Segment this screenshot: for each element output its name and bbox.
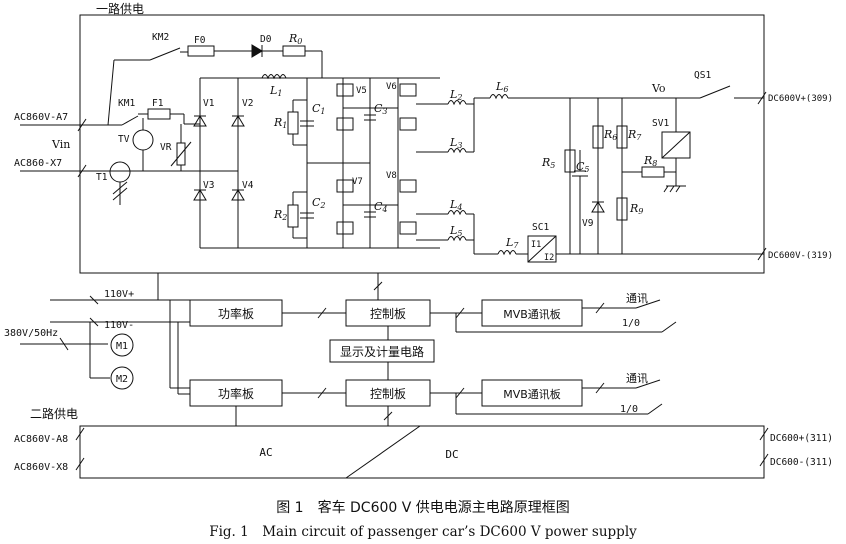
- label-r9: R9: [629, 202, 643, 216]
- label-vr: VR: [160, 142, 172, 153]
- comm-1-label: 通讯: [626, 292, 648, 305]
- label-v3: V3: [203, 180, 214, 191]
- label-c4: C4: [374, 200, 388, 214]
- label-110v-plus: 110V+: [104, 289, 134, 300]
- label-d0: D0: [260, 34, 272, 45]
- label-sc1: SC1: [532, 222, 549, 233]
- label-dc600p-311: DC600+(311): [770, 433, 833, 444]
- switch-v7: [336, 179, 354, 193]
- label-sv1: SV1: [652, 118, 669, 129]
- label-ac860-x8: AC860V-X8: [14, 462, 68, 473]
- label-r0: R0: [288, 32, 302, 46]
- label-ac: AC: [259, 446, 272, 459]
- mvb-board-2-label: MVB通讯板: [503, 387, 561, 401]
- mvb-board-1-label: MVB通讯板: [503, 307, 561, 321]
- label-r6: R6: [603, 128, 617, 142]
- switch-v5: [336, 83, 354, 97]
- label-r5: R5: [541, 156, 555, 170]
- figure-caption-en: Fig. 1 Main circuit of passenger car’s D…: [209, 524, 637, 540]
- feed1-enclosure: [79, 14, 765, 274]
- label-ac860-a7: AC860V-A7: [14, 112, 68, 123]
- label-sc1-i2: I2: [544, 253, 554, 263]
- label-l3: L3: [449, 136, 462, 150]
- label-r7: R7: [627, 128, 642, 142]
- feed2-enclosure: [79, 425, 765, 479]
- control-board-2-label: 控制板: [370, 387, 406, 401]
- label-tv: TV: [118, 134, 130, 145]
- io-2-label: 1/0: [620, 404, 638, 415]
- label-v8: V8: [386, 171, 397, 181]
- label-380v: 380V/50Hz: [4, 328, 58, 339]
- feed1-title: 一路供电: [96, 1, 144, 16]
- display-circuit-label: 显示及计量电路: [340, 344, 424, 359]
- label-l6: L6: [495, 80, 508, 94]
- label-dc600m-311: DC600-(311): [770, 457, 833, 468]
- label-r1: R1: [273, 116, 287, 130]
- label-f1: F1: [152, 98, 164, 109]
- label-sc1-i1: I1: [531, 240, 541, 250]
- label-m1: M1: [116, 341, 128, 352]
- label-v7: V7: [352, 177, 363, 187]
- label-vo: Vo: [651, 82, 666, 95]
- label-l5: L5: [449, 224, 462, 238]
- d0-diode-icon: [251, 44, 263, 58]
- sc1-current-sensor: [527, 235, 557, 263]
- figure-caption-zh: 图 1 客车 DC600 V 供电电源主电路原理框图: [276, 500, 570, 516]
- switch-v6: [399, 83, 417, 97]
- label-v6: V6: [386, 82, 397, 92]
- switch-v8: [399, 179, 417, 193]
- label-l2: L2: [449, 88, 462, 102]
- display-circuit-box: [329, 339, 435, 363]
- label-dc: DC: [445, 448, 458, 461]
- label-dc600p-309: DC600V+(309): [768, 94, 833, 104]
- label-r8: R8: [643, 154, 657, 168]
- control-board-1-label: 控制板: [370, 307, 406, 321]
- label-m2: M2: [116, 374, 128, 385]
- label-r2: R2: [273, 208, 287, 222]
- label-qs1: QS1: [694, 70, 711, 81]
- motor-m1: [110, 333, 134, 357]
- label-dc600m-319: DC600V-(319): [768, 251, 833, 261]
- label-v2: V2: [242, 98, 253, 109]
- label-110v-minus: 110V-: [104, 320, 134, 331]
- label-l1: L1: [269, 84, 282, 98]
- t1-transformer: [109, 161, 131, 183]
- label-l7: L7: [505, 236, 519, 250]
- label-c2: C2: [312, 196, 326, 210]
- label-t1: T1: [96, 172, 108, 183]
- label-l4: L4: [449, 198, 462, 212]
- label-c1: C1: [312, 102, 326, 116]
- label-c3: C3: [374, 102, 388, 116]
- label-vin: Vin: [51, 138, 70, 151]
- label-f0: F0: [194, 35, 206, 46]
- label-km1: KM1: [118, 98, 135, 109]
- label-v5: V5: [356, 86, 367, 96]
- label-v1: V1: [203, 98, 215, 109]
- label-v9: V9: [582, 218, 594, 229]
- r0-resistor: [282, 45, 306, 57]
- tv-voltmeter: [132, 129, 154, 151]
- label-ac860-a8: AC860V-A8: [14, 434, 68, 445]
- label-km2: KM2: [152, 32, 169, 43]
- circuit-diagram: 一路供电 AC860V-A7 Vin AC860-X7 KM2 F0 D0 R0…: [4, 1, 833, 479]
- motor-m2: [110, 366, 134, 390]
- comm-2-label: 通讯: [626, 372, 648, 385]
- power-board-2-label: 功率板: [218, 386, 254, 401]
- label-v4: V4: [242, 180, 254, 191]
- feed2-title: 二路供电: [30, 406, 78, 421]
- label-ac860-x7: AC860-X7: [14, 158, 62, 169]
- power-board-1-label: 功率板: [218, 306, 254, 321]
- label-c5: C5: [576, 160, 590, 174]
- io-1-label: 1/0: [622, 318, 640, 329]
